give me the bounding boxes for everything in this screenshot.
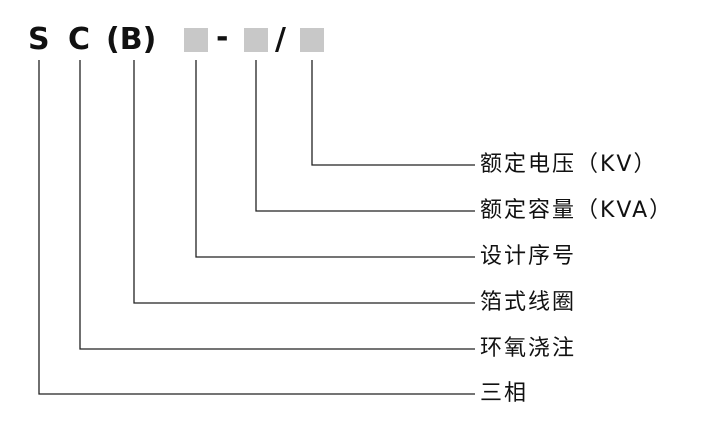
code-slash: / bbox=[275, 22, 286, 57]
legend-label-epoxy: 环氧浇注 bbox=[480, 336, 577, 361]
leader-line-three-phase bbox=[38, 60, 475, 395]
leader-line-foil-winding bbox=[133, 60, 475, 304]
leader-line-design-number bbox=[195, 60, 475, 258]
leader-line-epoxy bbox=[79, 60, 475, 350]
legend-label-capacity: 额定容量（KVA） bbox=[480, 198, 674, 223]
code-letter-c: C bbox=[68, 22, 91, 57]
legend-label-voltage: 额定电压（KV） bbox=[480, 152, 658, 177]
legend-label-design-number: 设计序号 bbox=[480, 244, 577, 269]
placeholder-box-design-number bbox=[184, 28, 208, 52]
code-letter-s: S bbox=[28, 22, 50, 57]
code-dash: - bbox=[216, 20, 229, 55]
leader-line-voltage bbox=[311, 60, 475, 166]
placeholder-box-capacity bbox=[244, 28, 268, 52]
code-letter-b: (B) bbox=[106, 22, 157, 57]
legend-label-foil-winding: 箔式线圈 bbox=[480, 290, 577, 315]
leader-line-capacity bbox=[255, 60, 475, 212]
legend-label-three-phase: 三相 bbox=[480, 381, 529, 406]
placeholder-box-voltage bbox=[300, 28, 324, 52]
